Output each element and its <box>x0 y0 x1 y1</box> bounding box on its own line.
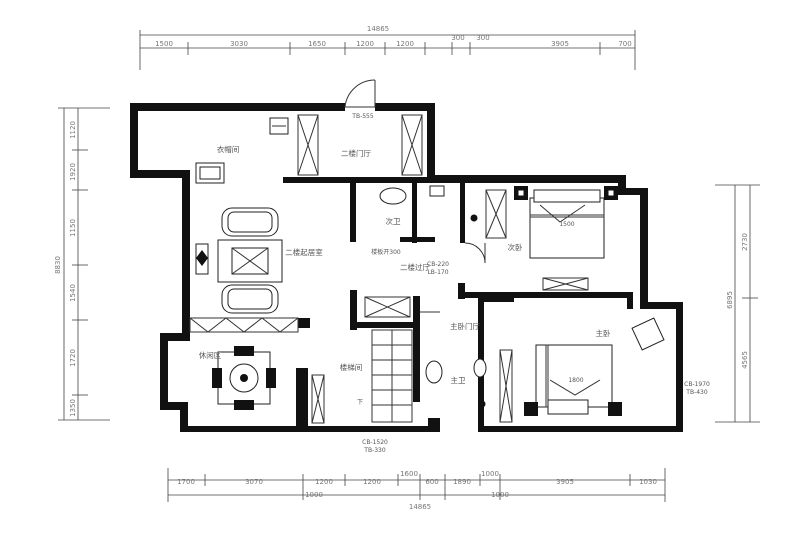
bottom-total-dim: 14865 <box>409 503 431 511</box>
note-bottom-2: TB-330 <box>363 447 386 454</box>
entry-door <box>344 79 376 108</box>
label-leisure: 休闲区 <box>199 350 222 360</box>
top-dim-5: 1200 <box>396 40 414 48</box>
master-bedroom-furniture <box>524 317 665 416</box>
top-dimension-chain: 14865 1500 3030 1650 1200 1200 300 300 3… <box>139 25 636 70</box>
label-master-bath: 主卫 <box>451 375 466 385</box>
label-cloakroom: 衣帽间 <box>217 144 240 154</box>
exterior-walls <box>130 103 683 432</box>
note-stair-opening: 楼板开300 <box>371 248 401 256</box>
left-dim-3: 1150 <box>69 219 77 237</box>
right-dimension-chain: 6895 2730 4565 <box>715 184 760 423</box>
bottom-dim-10: 1030 <box>639 478 657 486</box>
bottom-dim-9: 3905 <box>556 478 574 486</box>
note-hall-1: CB-220 <box>427 261 449 268</box>
bottom-dim-7: 1890 <box>453 478 471 486</box>
label-secondary-bath: 次卫 <box>386 216 401 226</box>
top-dim-6: 300 <box>451 34 464 42</box>
label-foyer: 二楼门厅 <box>341 148 371 158</box>
bottom-extra-2: 1000 <box>491 491 509 499</box>
note-bed-2-size: 1500 <box>559 221 574 228</box>
family-room-furniture <box>195 207 283 314</box>
label-stair-well: 楼梯间 <box>340 362 363 372</box>
master-bath-fixtures <box>420 311 487 408</box>
note-right-2: TB-430 <box>685 389 708 396</box>
top-dim-8: 3905 <box>551 40 569 48</box>
staircase <box>371 329 413 423</box>
annotations: 楼板开300 CB-220 LB-170 TB-555 CB-1970 TB-4… <box>351 113 710 454</box>
bottom-dim-1: 1700 <box>177 478 195 486</box>
label-family-room: 二楼起居室 <box>285 247 323 257</box>
left-dim-6: 1350 <box>69 399 77 417</box>
left-dim-2: 1920 <box>69 163 77 181</box>
secondary-bedroom-furniture <box>514 186 618 259</box>
bottom-dim-4: 1200 <box>363 478 381 486</box>
top-dim-2: 3030 <box>230 40 248 48</box>
note-bottom-1: CB-1520 <box>362 439 388 446</box>
note-hall-2: LB-170 <box>427 269 448 276</box>
leisure-furniture <box>212 346 276 410</box>
note-stair-down: 下 <box>357 399 363 406</box>
label-master-foyer: 主卧门厅 <box>450 321 480 331</box>
room-labels: 衣帽间 二楼门厅 二楼起居室 次卫 次卧 二楼过厅 楼梯间 休闲区 主卧门厅 主… <box>199 144 611 385</box>
bottom-dim-2: 3070 <box>245 478 263 486</box>
top-dim-3: 1650 <box>308 40 326 48</box>
top-dim-7: 300 <box>476 34 489 42</box>
bottom-dim-5: 1600 <box>400 470 418 478</box>
left-dimension-chain: 8830 1120 1920 1150 1540 1720 1350 <box>54 107 110 421</box>
top-total-dim: 14865 <box>367 25 389 33</box>
left-dim-5: 1720 <box>69 349 77 367</box>
top-dim-1: 1500 <box>155 40 173 48</box>
windows <box>189 114 589 424</box>
bottom-dim-6: 600 <box>425 478 438 486</box>
cloakroom-furniture <box>195 117 289 184</box>
left-dim-1: 1120 <box>69 121 77 139</box>
secondary-bath-fixtures <box>379 185 486 264</box>
bottom-dim-3: 1200 <box>315 478 333 486</box>
label-secondary-bedroom: 次卧 <box>508 242 523 252</box>
bottom-dimension-chain: 1700 3070 1200 1200 1600 600 1890 1000 3… <box>167 468 666 511</box>
note-door-top: TB-555 <box>351 113 374 120</box>
bottom-extra-1: 1000 <box>305 491 323 499</box>
bottom-dim-8: 1000 <box>481 470 499 478</box>
label-hall: 二楼过厅 <box>400 262 430 272</box>
label-master-bedroom: 主卧 <box>596 328 611 338</box>
top-dim-9: 700 <box>618 40 631 48</box>
left-dim-4: 1540 <box>69 284 77 302</box>
top-dim-4: 1200 <box>356 40 374 48</box>
right-dim-1: 2730 <box>741 233 749 251</box>
right-total-dim: 6895 <box>726 291 734 309</box>
left-total-dim: 8830 <box>54 256 62 274</box>
note-right-1: CB-1970 <box>684 381 710 388</box>
right-dim-2: 4565 <box>741 351 749 369</box>
note-master-bed-size: 1800 <box>568 377 583 384</box>
